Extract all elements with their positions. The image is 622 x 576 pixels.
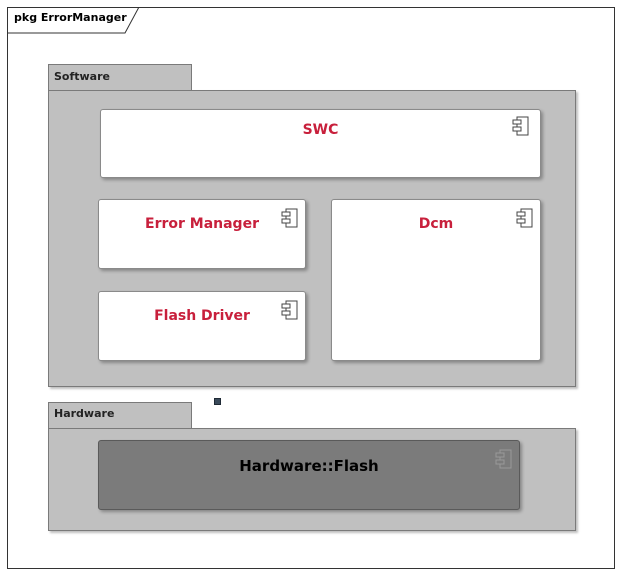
- component-dcm[interactable]: Dcm: [331, 199, 541, 361]
- component-name: Error Manager: [145, 216, 259, 232]
- component-icon: [281, 208, 298, 228]
- package-tab-hardware[interactable]: [48, 402, 192, 429]
- component-name: Hardware::Flash: [239, 457, 379, 475]
- component-icon: [516, 208, 533, 228]
- component-flash-driver[interactable]: Flash Driver: [98, 291, 306, 361]
- component-icon: [495, 449, 512, 469]
- package-label-hardware: Hardware: [54, 407, 115, 420]
- component-name: Flash Driver: [154, 308, 250, 324]
- component-swc[interactable]: SWC: [100, 109, 541, 178]
- package-tab-software[interactable]: [48, 64, 192, 91]
- component-hardware-flash[interactable]: Hardware::Flash: [98, 440, 520, 510]
- package-label-software: Software: [54, 70, 110, 83]
- component-icon: [281, 300, 298, 320]
- component-name: SWC: [302, 122, 339, 138]
- component-icon: [512, 116, 529, 136]
- resize-handle[interactable]: [214, 398, 221, 405]
- component-error-manager[interactable]: Error Manager: [98, 199, 306, 269]
- frame-header-tab: [7, 7, 140, 34]
- frame-label: pkg ErrorManager: [14, 11, 127, 24]
- component-name: Dcm: [418, 216, 454, 232]
